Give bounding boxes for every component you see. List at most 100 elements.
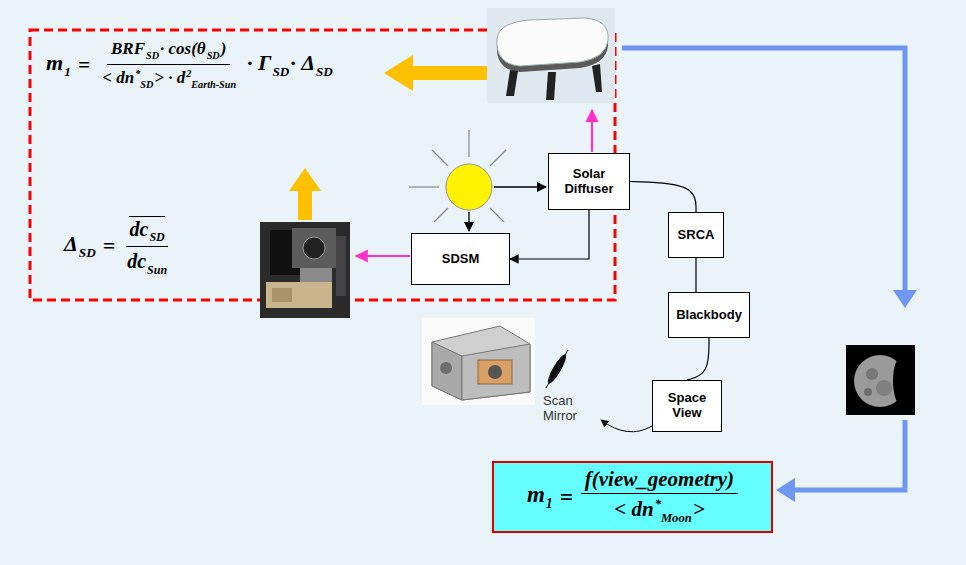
solar-diffuser-photo-part: [506, 70, 518, 96]
moon-image-part: [846, 345, 915, 415]
formula-symbol: Δ: [63, 231, 79, 256]
formula-subscript: 1: [64, 64, 71, 79]
fraction-denominator: < dn*SD> · d2Earth-Sun: [98, 65, 239, 90]
formula-symbol: m: [526, 482, 546, 507]
formula-subscript: SD: [140, 79, 153, 90]
scan-mirror-symbol-part: [546, 350, 568, 388]
formula-symbol: f(view_geometry): [584, 467, 735, 491]
connector-line: [630, 182, 696, 213]
formula-symbol: · cos(θ: [159, 39, 207, 58]
formula-symbol: =: [77, 52, 92, 77]
formula-term: =: [559, 486, 574, 509]
yellow-arrows-part: [298, 190, 312, 220]
solar-diffuser-photo-part: [546, 72, 556, 100]
formula-term: =: [77, 54, 92, 76]
formula-term: m1: [526, 483, 553, 511]
sdsm-photo-part: [292, 228, 336, 268]
pink-arrows-part: [356, 255, 410, 257]
scan-mirror-assembly-photo-part: [440, 362, 452, 374]
formula-subscript: SD: [149, 230, 164, 244]
formula-symbol: > · d: [153, 68, 186, 87]
formula-subscript: SD: [272, 64, 289, 79]
yellow-arrows: [289, 55, 487, 220]
formula-subscript: Earth-Sun: [191, 79, 236, 90]
space-view-arrow: [601, 420, 652, 432]
component-box: SDSM: [411, 233, 510, 285]
formula-fraction: BRFSD· cos(θSD)< dn*SD> · d2Earth-Sun: [98, 40, 239, 90]
formula-term: ΔSD: [63, 233, 96, 259]
connector-line: [695, 258, 696, 292]
sdsm-photo-part: [266, 282, 332, 308]
moon-image: [846, 345, 915, 415]
solar-diffuser-photo-part: [592, 64, 602, 92]
formula-symbol: < dn: [613, 497, 654, 521]
scan-mirror-symbol: [545, 350, 569, 388]
sun-symbol-part: [409, 186, 439, 187]
blue-arrows: [622, 48, 917, 502]
fraction-numerator: f(view_geometry): [581, 469, 738, 494]
formula-symbol: =: [559, 485, 574, 510]
formula-fraction: f(view_geometry) < dn*Moon>: [581, 469, 738, 524]
scan-mirror-assembly-photo-part: [478, 360, 512, 384]
sdsm-photo-part: [336, 236, 346, 296]
formula-symbol: >: [692, 497, 706, 521]
sun-symbol-part: [494, 186, 546, 187]
scan-mirror-assembly-photo-part: [432, 342, 462, 400]
blue-arrows-part: [795, 420, 905, 490]
pink-arrows-part: [591, 110, 593, 152]
dashed-region: [30, 30, 615, 300]
formula-symbol: · Δ: [289, 50, 316, 75]
solar-diffuser-photo-part: [497, 18, 608, 66]
scan-mirror-assembly-photo-part: [462, 344, 530, 400]
fraction-numerator: BRFSD· cos(θSD): [107, 40, 230, 65]
sdsm-photo-part: [303, 237, 325, 259]
formula-superscript: *: [135, 68, 140, 79]
component-box: Blackbody: [668, 292, 750, 338]
formula-term: =: [102, 235, 117, 257]
sdsm-photo: [260, 222, 350, 318]
formula-subscript: Sun: [147, 263, 167, 277]
formula: ΔSD=dcSDdcSun: [60, 216, 174, 276]
sun-symbol-part: [434, 208, 448, 222]
box-label: SDSM: [442, 252, 480, 267]
component-box: SRCA: [668, 212, 724, 258]
moon-image-part: [866, 368, 878, 380]
connector-line: [510, 210, 589, 259]
formula-term: m1: [45, 52, 71, 78]
yellow-arrows-part: [384, 55, 413, 91]
formula-subscript: SD: [316, 64, 333, 79]
box-label: Space View: [658, 391, 716, 421]
sun-symbol-part: [468, 130, 469, 157]
sun-symbol-part: [490, 208, 504, 222]
blue-arrows-part: [893, 290, 917, 308]
component-box: Solar Diffuser: [548, 153, 630, 210]
yellow-arrows-part: [289, 168, 321, 191]
formula-symbol: dc: [129, 218, 150, 240]
sun-symbol-part: [490, 150, 506, 166]
blue-arrows-part: [622, 48, 905, 290]
formula-symbol: BRF: [110, 39, 146, 58]
formula: m1=BRFSD· cos(θSD)< dn*SD> · d2Earth-Sun…: [42, 40, 336, 90]
formula-superscript: *: [655, 497, 661, 511]
sdsm-photo-part: [300, 268, 332, 284]
sun-symbol: [409, 130, 546, 231]
formula-superscript: 2: [186, 68, 191, 79]
moon-image-part: [876, 380, 892, 396]
formula-symbol: < dn: [101, 68, 135, 87]
fraction-denominator: < dn*Moon>: [610, 494, 708, 524]
formula-subscript: Moon: [661, 511, 692, 525]
formula-symbol: dc: [126, 250, 147, 272]
scan-mirror-symbol-part: [545, 352, 569, 385]
moon-image-part: [893, 356, 911, 406]
scan-mirror-assembly-photo: [422, 318, 535, 405]
formula-subscript: SD: [207, 50, 220, 61]
box-label: SRCA: [678, 228, 715, 243]
formula-symbol: ): [220, 39, 228, 58]
component-box: Space View: [652, 380, 722, 432]
solar-diffuser-photo-part: [487, 8, 615, 103]
scan-mirror-assembly-photo-part: [422, 318, 535, 405]
scan-mirror-assembly-photo-part: [488, 365, 502, 379]
connector-line: [687, 338, 709, 380]
overline: dcSD: [129, 216, 165, 243]
